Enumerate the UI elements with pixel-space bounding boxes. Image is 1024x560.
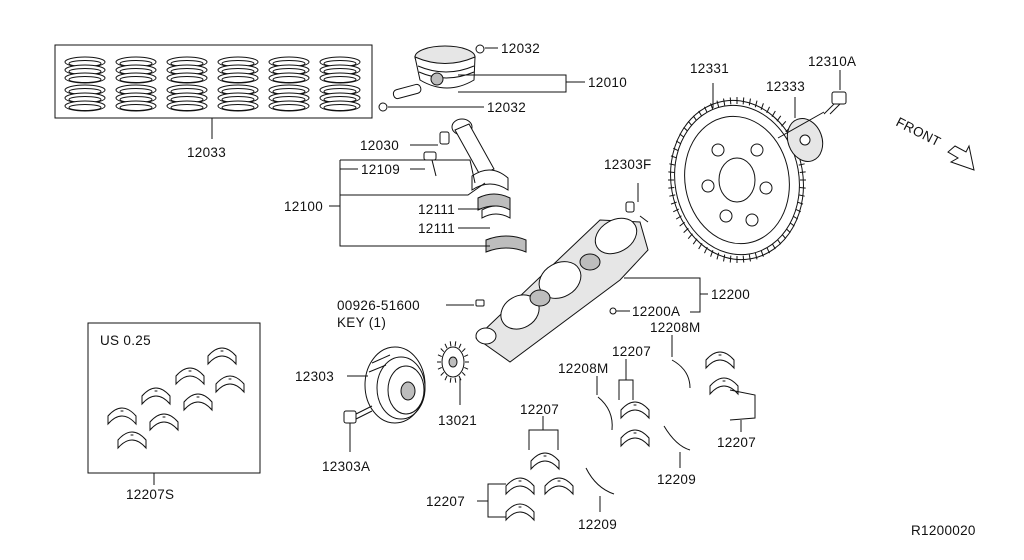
main-bearing-shell-6[interactable] [505, 503, 535, 522]
label-12109[interactable]: 12109 [361, 162, 400, 177]
thrust-washer-right[interactable] [671, 359, 691, 389]
piston-rings-group[interactable] [54, 44, 373, 119]
thrust-half-right[interactable] [663, 425, 691, 451]
label-12207-d[interactable]: 12207 [717, 435, 756, 450]
piston-illustration[interactable] [392, 45, 476, 100]
front-arrow-icon [947, 144, 975, 171]
thrust-half-left[interactable] [585, 467, 615, 495]
ring-set-3[interactable] [166, 56, 208, 112]
crank-sprocket-illustration[interactable] [437, 341, 469, 383]
reinforcement-plate[interactable] [782, 114, 829, 167]
box-bearing-7[interactable] [183, 393, 213, 412]
main-bearing-shell-4[interactable] [544, 477, 574, 496]
label-12030[interactable]: 12030 [360, 138, 399, 153]
label-12208M-left[interactable]: 12208M [558, 361, 609, 376]
label-12207-c[interactable]: 12207 [426, 494, 465, 509]
label-12111-upper[interactable]: 12111 [418, 202, 455, 217]
box-bearing-2[interactable] [141, 387, 171, 406]
box-bearing-6[interactable] [149, 413, 179, 432]
label-12200A[interactable]: 12200A [632, 304, 680, 319]
thrust-washer-left[interactable] [597, 396, 613, 431]
ring-set-6[interactable] [319, 56, 361, 112]
main-bearing-shell-1[interactable] [620, 401, 650, 420]
woodruff-key[interactable] [475, 299, 485, 307]
label-13021[interactable]: 13021 [438, 413, 477, 428]
label-12207S[interactable]: 12207S [126, 487, 174, 502]
crank-pulley-bolt[interactable] [343, 405, 373, 424]
main-bearing-shell-8[interactable] [709, 377, 739, 396]
label-12209-right[interactable]: 12209 [657, 472, 696, 487]
ring-set-2[interactable] [115, 56, 157, 112]
snap-ring-top[interactable] [475, 44, 485, 54]
main-bearing-shell-5[interactable] [505, 477, 535, 496]
main-bearings-group[interactable] [505, 351, 739, 522]
box-bearing-4[interactable] [207, 347, 237, 366]
label-12200[interactable]: 12200 [711, 287, 750, 302]
main-bearing-shell-7[interactable] [705, 351, 735, 370]
label-key-qty[interactable]: KEY (1) [337, 315, 386, 330]
crankshaft-illustration[interactable] [475, 201, 649, 363]
snap-ring-bottom[interactable] [378, 102, 388, 112]
label-00926-51600[interactable]: 00926-51600 [337, 298, 420, 313]
label-12032-bottom[interactable]: 12032 [487, 100, 526, 115]
diagram-reference-number: R1200020 [911, 523, 976, 538]
label-12100[interactable]: 12100 [284, 199, 323, 214]
box-bearing-8[interactable] [215, 375, 245, 394]
label-12303A[interactable]: 12303A [322, 459, 370, 474]
piston-rings-box [54, 44, 373, 119]
ring-set-4[interactable] [217, 56, 259, 112]
label-12333[interactable]: 12333 [766, 79, 805, 94]
main-bearing-shell-3[interactable] [530, 452, 560, 471]
label-12310A[interactable]: 12310A [808, 54, 856, 69]
label-12208M-right[interactable]: 12208M [650, 320, 701, 335]
ring-set-5[interactable] [268, 56, 310, 112]
ring-set-1[interactable] [64, 56, 106, 112]
box-bearing-1[interactable] [107, 407, 137, 426]
flywheel-bolt[interactable] [823, 91, 847, 115]
bearing-set-box-title: US 0.25 [100, 333, 151, 348]
label-12303F[interactable]: 12303F [604, 157, 652, 172]
flywheel-illustration[interactable] [658, 90, 816, 270]
label-12010[interactable]: 12010 [588, 75, 627, 90]
label-12209-left[interactable]: 12209 [578, 517, 617, 532]
label-12032-top[interactable]: 12032 [501, 41, 540, 56]
box-bearing-3[interactable] [175, 367, 205, 386]
label-12303[interactable]: 12303 [295, 369, 334, 384]
box-bearing-5[interactable] [117, 431, 147, 450]
main-bearing-shell-2[interactable] [620, 429, 650, 448]
bearing-set-box[interactable] [87, 322, 261, 474]
crank-pulley-illustration[interactable] [364, 346, 426, 424]
front-direction-label: FRONT [894, 114, 944, 149]
label-12331[interactable]: 12331 [690, 61, 729, 76]
label-12111-lower[interactable]: 12111 [418, 221, 455, 236]
label-12033[interactable]: 12033 [187, 145, 226, 160]
label-12207-a[interactable]: 12207 [612, 344, 651, 359]
label-12207-b[interactable]: 12207 [520, 402, 559, 417]
